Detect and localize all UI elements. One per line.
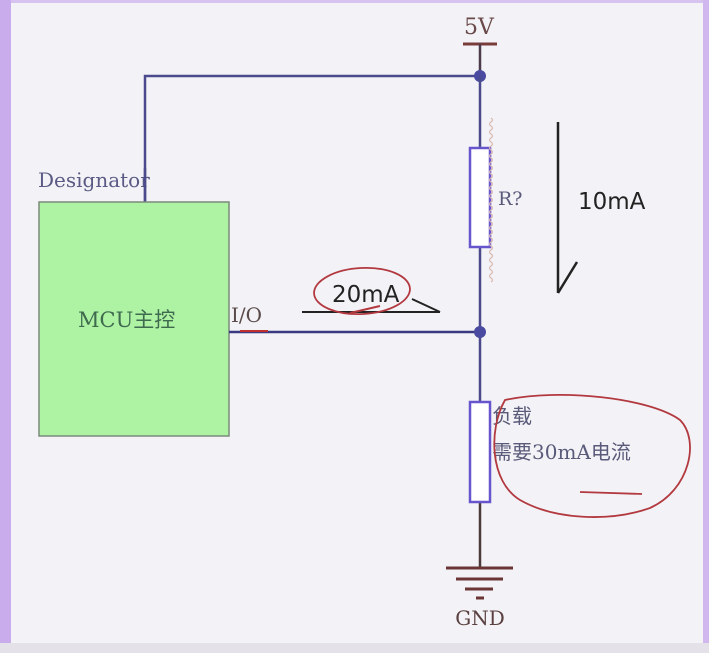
window-frame-right xyxy=(703,0,709,643)
io-pin-label: I/O xyxy=(231,303,262,327)
window-frame-left xyxy=(0,0,11,643)
arrow-head xyxy=(556,261,579,294)
current-label-10ma: 10mA xyxy=(578,189,646,215)
ground-label: GND xyxy=(455,606,505,630)
annotation-circle xyxy=(313,266,411,316)
window-frame-top xyxy=(0,0,709,3)
mcu-designator: Designator xyxy=(38,168,150,192)
mcu-label: MCU主控 xyxy=(78,308,175,332)
junction-middle xyxy=(474,326,486,338)
annotation-tail xyxy=(411,298,441,313)
wire-5v-to-mcu[interactable] xyxy=(143,74,480,202)
load-body xyxy=(468,400,492,504)
window-frame-bottom xyxy=(0,643,709,653)
current-arrow-10ma: 10mA xyxy=(556,122,646,294)
power-label: 5V xyxy=(464,15,495,40)
ground-symbol[interactable]: GND xyxy=(446,566,513,630)
current-label-20ma: 20mA xyxy=(332,282,400,308)
load-annotation-underline xyxy=(579,491,643,495)
mcu-body xyxy=(38,201,230,437)
load-label-line2: 需要30mA电流 xyxy=(492,440,631,464)
resistor-body xyxy=(468,146,492,249)
load-annotation-circle xyxy=(493,393,691,518)
current-annotation-20ma: 20mA xyxy=(302,266,441,316)
resistor-r[interactable]: R? xyxy=(468,117,523,283)
resistor-hatch xyxy=(488,117,494,283)
load-resistor[interactable]: 负载 需要30mA电流 xyxy=(468,400,631,504)
power-symbol-5v[interactable]: 5V xyxy=(463,15,497,76)
resistor-label: R? xyxy=(498,188,523,210)
mcu-component[interactable]: Designator MCU主控 I/O xyxy=(38,168,262,437)
annotation-squiggle xyxy=(349,305,381,314)
